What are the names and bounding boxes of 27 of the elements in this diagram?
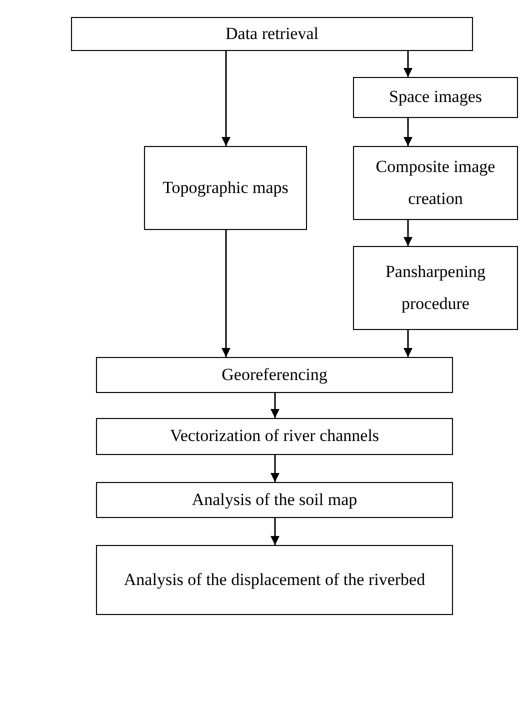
- arrow: [222, 230, 230, 357]
- box-label: Space images: [389, 86, 482, 108]
- box-label: Composite image creation: [374, 156, 496, 210]
- process-box: [353, 146, 518, 220]
- arrow: [222, 51, 230, 146]
- box-label: Pansharpening procedure: [384, 260, 487, 315]
- box-label: Georeferencing: [222, 364, 328, 386]
- box-label: Analysis of the displacement of the riverbed: [124, 568, 426, 591]
- process-box: [71, 17, 473, 51]
- box-label: Topographic maps: [162, 176, 288, 199]
- box-label: Vectorization of river channels: [170, 425, 380, 448]
- arrow: [270, 455, 280, 482]
- process-box: [96, 482, 453, 518]
- process-box: [96, 357, 453, 393]
- box-label: Data retrieval: [226, 22, 318, 45]
- arrow: [270, 393, 280, 418]
- process-box: [353, 246, 518, 330]
- process-box: [353, 77, 518, 118]
- box-label: Analysis of the soil map: [192, 488, 358, 511]
- process-box: [144, 146, 307, 230]
- arrow: [404, 51, 412, 77]
- process-box: [96, 545, 453, 615]
- arrow: [404, 330, 412, 357]
- arrow: [270, 518, 280, 545]
- arrow: [404, 220, 412, 246]
- process-box: [96, 418, 453, 455]
- arrow: [404, 118, 412, 146]
